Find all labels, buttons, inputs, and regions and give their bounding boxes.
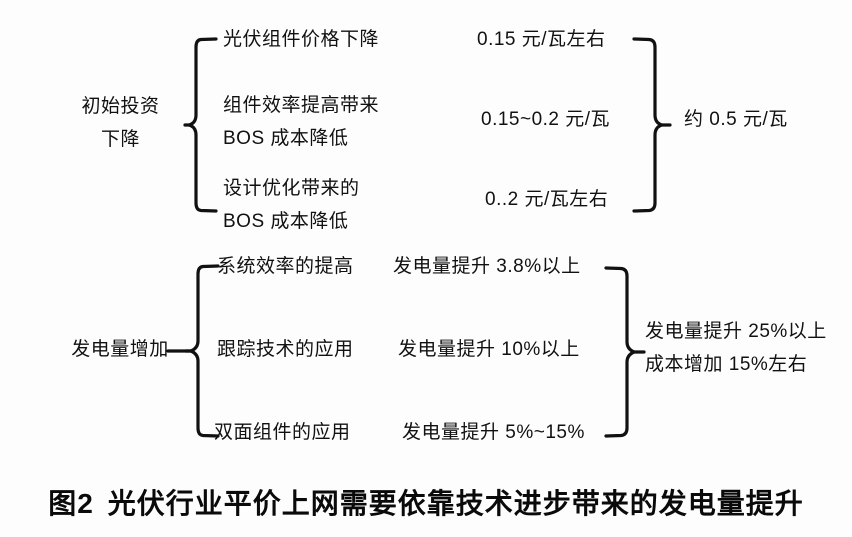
group1-root-label-line1: 初始投资 (81, 96, 160, 117)
group2-effect-2-text: 发电量提升 10%以上 (398, 339, 580, 360)
group1-cause-2-line1: 组件效率提高带来 (223, 95, 380, 116)
figure-caption-number: 图2 (48, 488, 94, 519)
group1-effect-1: 0.15 元/瓦左右 (477, 25, 606, 55)
group1-right-brace (632, 37, 672, 213)
group1-effect-3-text: 0..2 元/瓦左右 (485, 189, 609, 210)
figure-caption: 图2 光伏行业平价上网需要依靠技术进步带来的发电量提升 (0, 482, 852, 522)
group2-summary-line2: 成本增加 15%左右 (645, 354, 808, 375)
group1-effect-2: 0.15~0.2 元/瓦 (481, 105, 610, 135)
group1-cause-1-line1: 光伏组件价格下降 (223, 29, 380, 50)
group2-cause-3: 双面组件的应用 (214, 418, 351, 448)
group2-right-brace (604, 266, 646, 438)
figure-caption-text: 光伏行业平价上网需要依靠技术进步带来的发电量提升 (107, 488, 804, 519)
group1-cause-2-line2: BOS 成本降低 (223, 128, 349, 149)
group1-cause-3: 设计优化带来的 BOS 成本降低 (223, 172, 360, 238)
group2-cause-2-line1: 跟踪技术的应用 (217, 339, 354, 360)
group2-root-label-line1: 发电量增加 (71, 339, 169, 360)
group2-effect-3-text: 发电量提升 5%~15% (402, 422, 585, 443)
group1-cause-1: 光伏组件价格下降 (223, 25, 379, 55)
group2-cause-1: 系统效率的提高 (217, 252, 354, 282)
group1-left-brace (183, 37, 218, 213)
group1-root-label-line2: 下降 (100, 129, 140, 150)
group2-cause-3-line1: 双面组件的应用 (214, 422, 351, 443)
group2-effect-2: 发电量提升 10%以上 (398, 335, 580, 365)
group2-left-brace (184, 264, 220, 438)
group2-effect-1-text: 发电量提升 3.8%以上 (393, 256, 581, 277)
group1-summary-line1: 约 0.5 元/瓦 (684, 109, 788, 130)
group1-effect-2-text: 0.15~0.2 元/瓦 (481, 109, 611, 130)
group2-root-label: 发电量增加 (45, 335, 195, 365)
group1-cause-3-line2: BOS 成本降低 (223, 211, 349, 232)
group1-effect-3: 0..2 元/瓦左右 (485, 185, 608, 215)
group1-effect-1-text: 0.15 元/瓦左右 (477, 29, 606, 50)
group1-cause-3-line1: 设计优化带来的 (223, 178, 360, 199)
group2-cause-1-line1: 系统效率的提高 (217, 256, 354, 277)
group2-summary: 发电量提升 25%以上 成本增加 15%左右 (645, 315, 827, 381)
group1-summary: 约 0.5 元/瓦 (684, 105, 788, 135)
group2-effect-1: 发电量提升 3.8%以上 (393, 252, 581, 282)
group2-cause-2: 跟踪技术的应用 (217, 335, 354, 365)
group2-summary-line1: 发电量提升 25%以上 (645, 321, 827, 342)
group1-root-label: 初始投资 下降 (58, 90, 183, 156)
group2-effect-3: 发电量提升 5%~15% (402, 418, 585, 448)
group1-cause-2: 组件效率提高带来 BOS 成本降低 (223, 89, 379, 155)
